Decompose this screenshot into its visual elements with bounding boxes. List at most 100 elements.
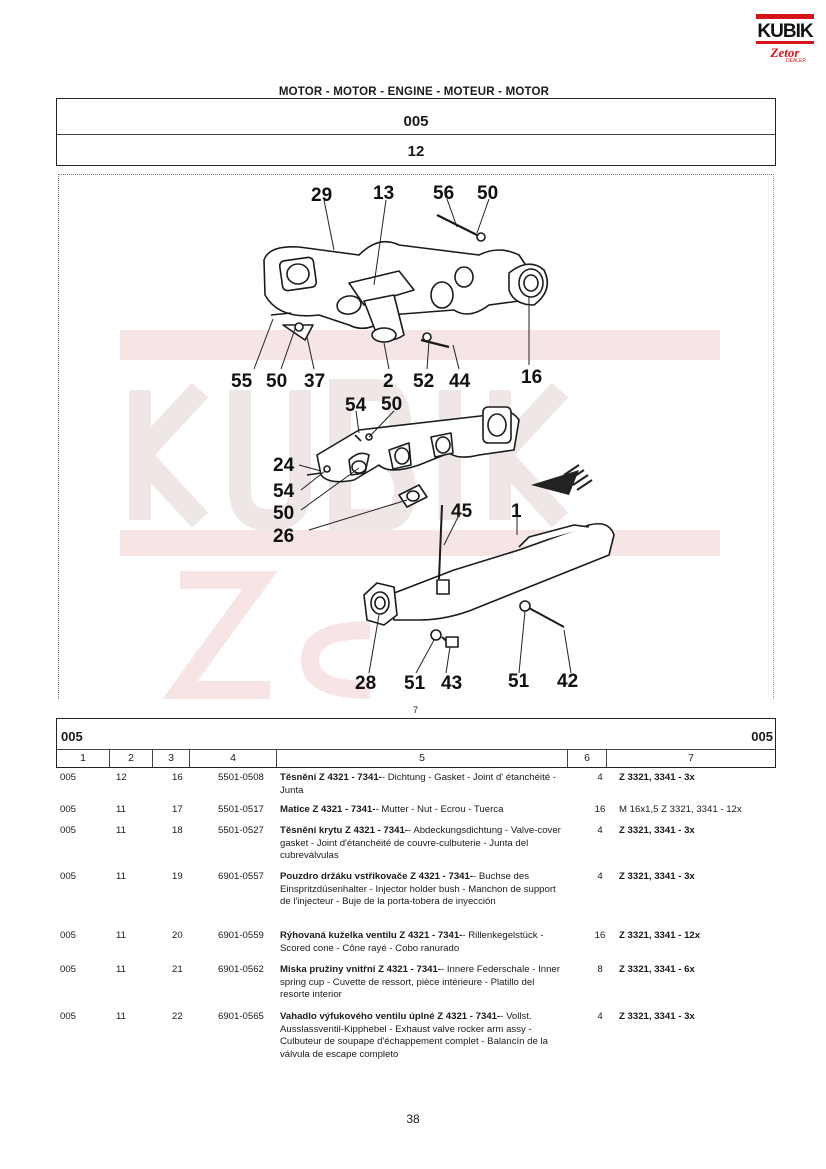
callout-29: 29 (311, 185, 332, 206)
col-header-5: 5 (277, 750, 568, 767)
logo-tagline: DEALER (786, 58, 807, 64)
col-header-7: 7 (688, 752, 694, 764)
cell-group: 005 (60, 804, 77, 815)
callout-54-top: 54 (345, 395, 367, 416)
col-header-1: 1 (57, 750, 110, 767)
part-translations: - Dichtung - Gasket - Joint d' étanchéit… (280, 772, 556, 796)
parts-table-header: 005 005 1 2 3 4 5 6 7 (56, 718, 776, 768)
cell-part-number: 5501-0527 (218, 825, 264, 836)
part-name: Matice Z 4321 - 7341- (280, 804, 376, 815)
cell-part-number: 6901-0559 (218, 930, 264, 941)
callout-16: 16 (521, 367, 542, 388)
part-translations: - Vollst. Ausslassventil-Kipphebel - Exh… (280, 1011, 548, 1060)
cell-note: Z 3321, 3341 - 3x (619, 772, 695, 783)
cell-note: Z 3321, 3341 - 3x (619, 825, 695, 836)
cell-position: 17 (172, 804, 183, 815)
callout-52: 52 (413, 371, 434, 392)
cell-subgroup: 11 (116, 825, 126, 836)
cell-description: Pouzdro držáku vstřikovače Z 4321 - 7341… (280, 871, 566, 909)
part-translations: - Buchse des Einspritzdüsenhalter - Inje… (280, 871, 556, 907)
part-translations: - Innere Federschale - Inner spring cup … (280, 964, 560, 1000)
callout-44: 44 (449, 371, 471, 392)
parts-drawing-svg: 29 13 56 50 55 50 37 2 52 44 16 54 50 24… (231, 183, 615, 694)
callout-26: 26 (273, 526, 294, 547)
cell-quantity: 4 (597, 772, 603, 783)
callout-56: 56 (433, 183, 454, 204)
part-name: Vahadlo výfukového ventilu úplné Z 4321 … (280, 1011, 501, 1022)
cell-subgroup: 11 (116, 871, 126, 882)
cell-position: 19 (172, 871, 183, 882)
callout-37: 37 (304, 371, 325, 392)
cell-description: Vahadlo výfukového ventilu úplné Z 4321 … (280, 1011, 566, 1061)
col-header-2: 2 (110, 750, 153, 767)
cell-group: 005 (60, 871, 77, 882)
section-heading: MOTOR - MOTOR - ENGINE - MOTEUR - MOTOR (278, 86, 550, 98)
part-translations: - Abdeckungsdichtung - Valve-cover gaske… (280, 825, 561, 861)
cell-note: Z 3321, 3341 - 6x (619, 964, 695, 975)
callout-28: 28 (355, 673, 376, 694)
cell-quantity: 8 (597, 964, 603, 975)
cell-note: Z 3321, 3341 - 3x (619, 1011, 695, 1022)
callout-54-left: 54 (273, 481, 295, 502)
cell-quantity: 16 (594, 930, 606, 941)
part-translations: - Mutter - Nut - Ecrou - Tuerca (375, 804, 504, 815)
cell-description: Těsnění krytu Z 4321 - 7341-- Abdeckungs… (280, 825, 566, 863)
exploded-parts-drawing: 29 13 56 50 55 50 37 2 52 44 16 54 50 24… (58, 174, 774, 699)
callout-1: 1 (511, 501, 522, 522)
callout-24: 24 (273, 455, 295, 476)
exhaust-manifold-front (363, 504, 615, 648)
cell-subgroup: 12 (116, 772, 127, 783)
part-name: Pouzdro držáku vstřikovače Z 4321 - 7341… (280, 871, 474, 882)
cell-quantity: 4 (597, 1011, 603, 1022)
cell-quantity: 16 (594, 804, 606, 815)
page-number: 38 (406, 1112, 420, 1126)
cell-note: M 16x1,5 Z 3321, 3341 - 12x (619, 804, 742, 815)
cell-description: Těsnění Z 4321 - 7341-- Dichtung - Gaske… (280, 772, 566, 797)
col-header-6: 6 (568, 750, 607, 767)
cell-description: Miska pružiny vnitřní Z 4321 - 7341-- In… (280, 964, 566, 1002)
figure-note: 7 (413, 705, 419, 715)
cell-quantity: 4 (597, 871, 603, 882)
callout-43: 43 (441, 673, 462, 694)
cell-group: 005 (60, 825, 77, 836)
part-translations: - Rillenkegelstück - Scored cone - Cône … (280, 930, 544, 954)
group-label-left: 005 (61, 729, 83, 744)
cell-description: Matice Z 4321 - 7341-- Mutter - Nut - Ec… (280, 804, 566, 817)
exhaust-manifold-rear (263, 214, 549, 349)
cell-part-number: 6901-0562 (218, 964, 264, 975)
part-name: Těsnění krytu Z 4321 - 7341- (280, 825, 408, 836)
cell-position: 20 (172, 930, 183, 941)
callout-55: 55 (231, 371, 253, 392)
cell-part-number: 6901-0557 (218, 871, 264, 882)
cell-note: Z 3321, 3341 - 3x (619, 871, 695, 882)
logo-band-top (756, 14, 814, 19)
kubik-zetor-logo: KUBIK Zetor DEALER (756, 14, 814, 64)
group-code: 005 (57, 99, 775, 135)
logo-kubik: KUBIK (757, 21, 813, 42)
cell-part-number: 5501-0508 (218, 772, 264, 783)
logo-band-mid (756, 41, 814, 44)
group-label-right: 005 (751, 729, 773, 744)
column-header-row: 1 2 3 4 5 6 7 (57, 749, 775, 767)
callout-50-lower: 50 (273, 503, 294, 524)
cell-group: 005 (60, 930, 77, 941)
col-header-4: 4 (190, 750, 277, 767)
logo-zetor: Zetor (770, 45, 800, 60)
cell-part-number: 6901-0565 (218, 1011, 264, 1022)
cell-group: 005 (60, 1011, 77, 1022)
callout-50-top: 50 (477, 183, 498, 204)
part-name: Rýhovaná kuželka ventilu Z 4321 - 7341- (280, 930, 463, 941)
cell-note: Z 3321, 3341 - 12x (619, 930, 701, 941)
direction-arrow-icon (531, 470, 579, 495)
direction-hatch-icon (563, 464, 593, 491)
cell-group: 005 (60, 964, 77, 975)
cell-position: 16 (172, 772, 183, 783)
callout-51-right: 51 (508, 671, 530, 692)
part-name: Miska pružiny vnitřní Z 4321 - 7341- (280, 964, 442, 975)
callout-2: 2 (383, 371, 394, 392)
cell-position: 22 (172, 1011, 183, 1022)
cell-subgroup: 11 (116, 930, 126, 941)
callout-13: 13 (373, 183, 394, 204)
cell-subgroup: 11 (116, 964, 126, 975)
col-header-3: 3 (153, 750, 190, 767)
